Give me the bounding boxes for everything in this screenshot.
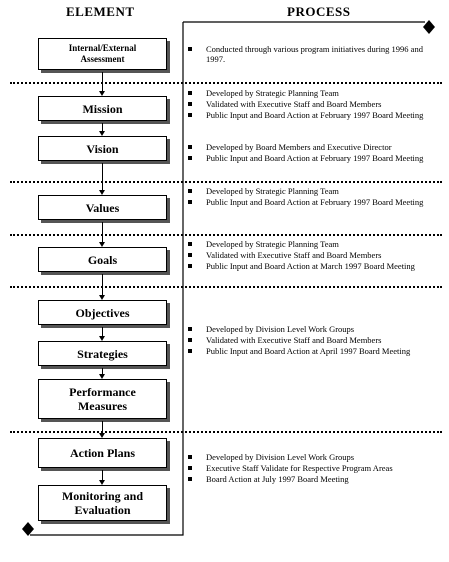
- bullet-icon: [188, 156, 192, 160]
- process-list-goals: Developed by Strategic Planning Team Val…: [188, 239, 440, 272]
- separator-2: [10, 181, 442, 183]
- process-item: Board Action at July 1997 Board Meeting: [188, 474, 440, 484]
- element-box-strategies: Strategies: [38, 341, 167, 366]
- bullet-icon: [188, 47, 192, 51]
- element-label-line: Monitoring and: [61, 489, 143, 503]
- element-box-action-plans: Action Plans: [38, 438, 167, 468]
- bullet-icon: [188, 349, 192, 353]
- element-box-goals: Goals: [38, 247, 167, 272]
- process-list-action-plans: Developed by Division Level Work Groups …: [188, 452, 440, 485]
- element-label: Strategies: [77, 346, 128, 361]
- process-list-objectives: Developed by Division Level Work Groups …: [188, 324, 440, 357]
- element-box-objectives: Objectives: [38, 300, 167, 325]
- bullet-icon: [188, 466, 192, 470]
- process-header: PROCESS: [287, 4, 351, 19]
- separator-1: [10, 82, 442, 84]
- process-item: Public Input and Board Action at March 1…: [188, 261, 440, 271]
- bullet-icon: [188, 455, 192, 459]
- process-item: Developed by Strategic Planning Team: [188, 186, 440, 196]
- process-list-vision: Developed by Board Members and Executive…: [188, 142, 440, 164]
- bullet-icon: [188, 264, 192, 268]
- bullet-icon: [188, 477, 192, 481]
- element-label-line: Performance: [69, 385, 136, 399]
- end-diamond-icon: [22, 522, 34, 536]
- element-box-mission: Mission: [38, 96, 167, 121]
- bullet-icon: [188, 91, 192, 95]
- process-item: Developed by Board Members and Executive…: [188, 142, 440, 152]
- element-label-line: Evaluation: [74, 503, 131, 517]
- process-item: Conducted through various program initia…: [188, 44, 440, 64]
- start-diamond-icon: [423, 20, 435, 34]
- process-item: Public Input and Board Action at Februar…: [188, 197, 440, 207]
- bullet-icon: [188, 200, 192, 204]
- element-box-values: Values: [38, 195, 167, 220]
- element-label: Vision: [86, 141, 119, 156]
- element-label-line: Internal/External: [68, 43, 137, 53]
- bullet-icon: [188, 253, 192, 257]
- element-header: ELEMENT: [66, 4, 135, 19]
- process-item: Developed by Division Level Work Groups: [188, 324, 440, 334]
- element-label: Mission: [82, 101, 123, 116]
- bullet-icon: [188, 327, 192, 331]
- process-item: Executive Staff Validate for Respective …: [188, 463, 440, 473]
- element-label-line: Assessment: [80, 54, 125, 64]
- element-label: Goals: [87, 252, 118, 267]
- process-item: Public Input and Board Action at April 1…: [188, 346, 440, 356]
- element-box-vision: Vision: [38, 136, 167, 161]
- process-item: Developed by Strategic Planning Team: [188, 88, 440, 98]
- bullet-icon: [188, 145, 192, 149]
- process-item: Developed by Strategic Planning Team: [188, 239, 440, 249]
- process-item: Developed by Division Level Work Groups: [188, 452, 440, 462]
- bullet-icon: [188, 113, 192, 117]
- process-item: Public Input and Board Action at Februar…: [188, 153, 440, 163]
- separator-4: [10, 286, 442, 288]
- separator-3: [10, 234, 442, 236]
- element-label: Action Plans: [69, 446, 135, 460]
- bullet-icon: [188, 102, 192, 106]
- process-list-assessment: Conducted through various program initia…: [188, 44, 440, 65]
- element-label: Objectives: [75, 305, 130, 320]
- process-list-values: Developed by Strategic Planning Team Pub…: [188, 186, 440, 208]
- process-item: Validated with Executive Staff and Board…: [188, 99, 440, 109]
- bullet-icon: [188, 338, 192, 342]
- element-label: Values: [85, 200, 120, 215]
- process-item: Validated with Executive Staff and Board…: [188, 250, 440, 260]
- element-label-line: Measures: [77, 399, 128, 413]
- bullet-icon: [188, 242, 192, 246]
- bullet-icon: [188, 189, 192, 193]
- process-list-mission: Developed by Strategic Planning Team Val…: [188, 88, 440, 121]
- separator-5: [10, 431, 442, 433]
- process-item: Public Input and Board Action at Februar…: [188, 110, 440, 120]
- process-item: Validated with Executive Staff and Board…: [188, 335, 440, 345]
